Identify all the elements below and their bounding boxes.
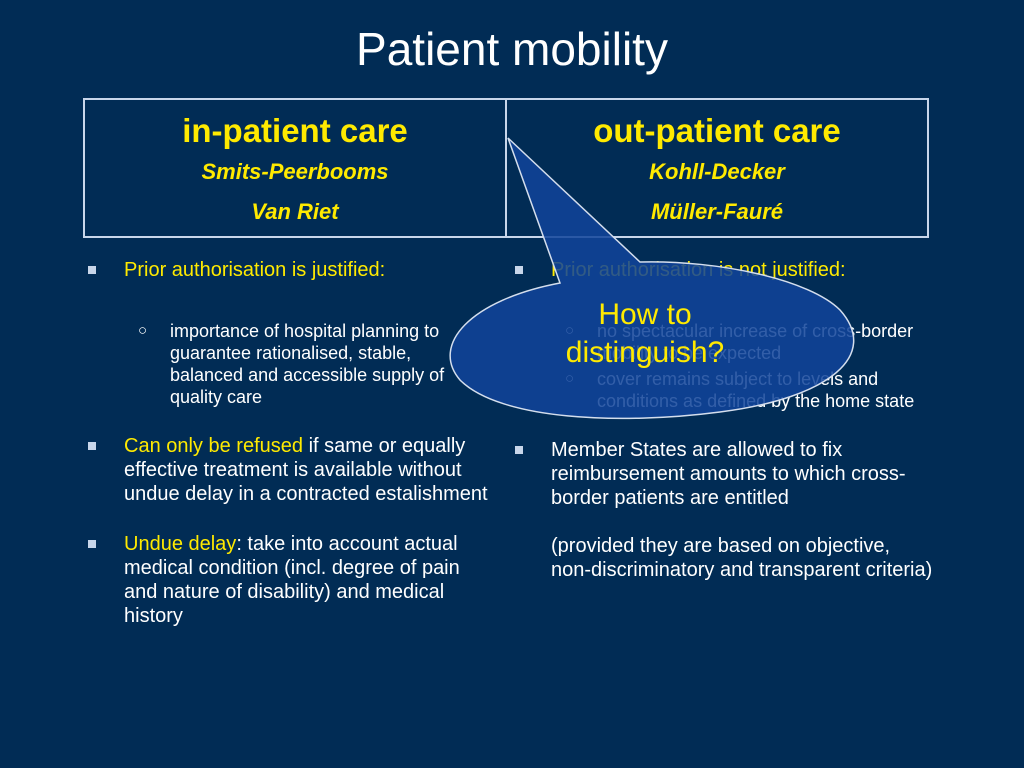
bullet-text: : take into account actual medical condi… [124,533,460,627]
square-bullet-icon [88,442,96,450]
bullet-text: Prior authorisation is not justified: [551,259,846,281]
in-patient-heading: in-patient care [182,112,408,149]
bullet-item: Member States are allowed to fix reimbur… [515,438,935,510]
case-name: Müller-Fauré [650,199,784,224]
bullet-item: Prior authorisation is not justified: [515,258,935,282]
bullet-note-text: (provided they are based on objective, n… [551,535,933,581]
case-name: Van Riet [251,199,339,224]
sub-bullet-text: importance of hospital planning to guara… [170,321,445,407]
square-bullet-icon [88,540,96,548]
bullet-note: (provided they are based on objective, n… [515,534,935,582]
sub-bullet-text: cover remains subject to levels and cond… [597,369,915,411]
square-bullet-icon [88,266,96,274]
square-bullet-icon [515,266,523,274]
sub-bullet-item: ○ cover remains subject to levels and co… [515,368,935,412]
bullet-text: Prior authorisation is justified: [124,259,386,281]
in-patient-column: in-patient care Smits-Peerbooms Van Riet [85,100,505,236]
bullet-text: Member States are allowed to fix reimbur… [551,439,906,509]
callout-text: How to distinguish? [565,298,725,369]
circle-bullet-icon: ○ [138,322,148,339]
square-bullet-icon [515,446,523,454]
case-name: Kohll-Decker [649,159,785,184]
in-patient-bullets: Prior authorisation is justified: ○ impo… [88,258,488,628]
bullet-item: Undue delay: take into account actual me… [88,532,488,628]
sub-bullet-item: ○ importance of hospital planning to gua… [88,320,488,408]
bullet-highlight: Can only be refused [124,435,304,457]
out-patient-heading: out-patient care [593,112,841,149]
slide-title: Patient mobility [356,23,668,75]
bullet-text: if same or equally effective treatment i… [124,435,488,505]
bullet-item: Prior authorisation is justified: [88,258,488,282]
case-name: Smits-Peerbooms [201,159,389,184]
out-patient-column: out-patient care Kohll-Decker Müller-Fau… [505,100,927,236]
bullet-highlight: Undue delay [124,533,237,555]
case-law-table: in-patient care Smits-Peerbooms Van Riet… [83,98,929,238]
bullet-item: Can only be refused if same or equally e… [88,434,488,506]
